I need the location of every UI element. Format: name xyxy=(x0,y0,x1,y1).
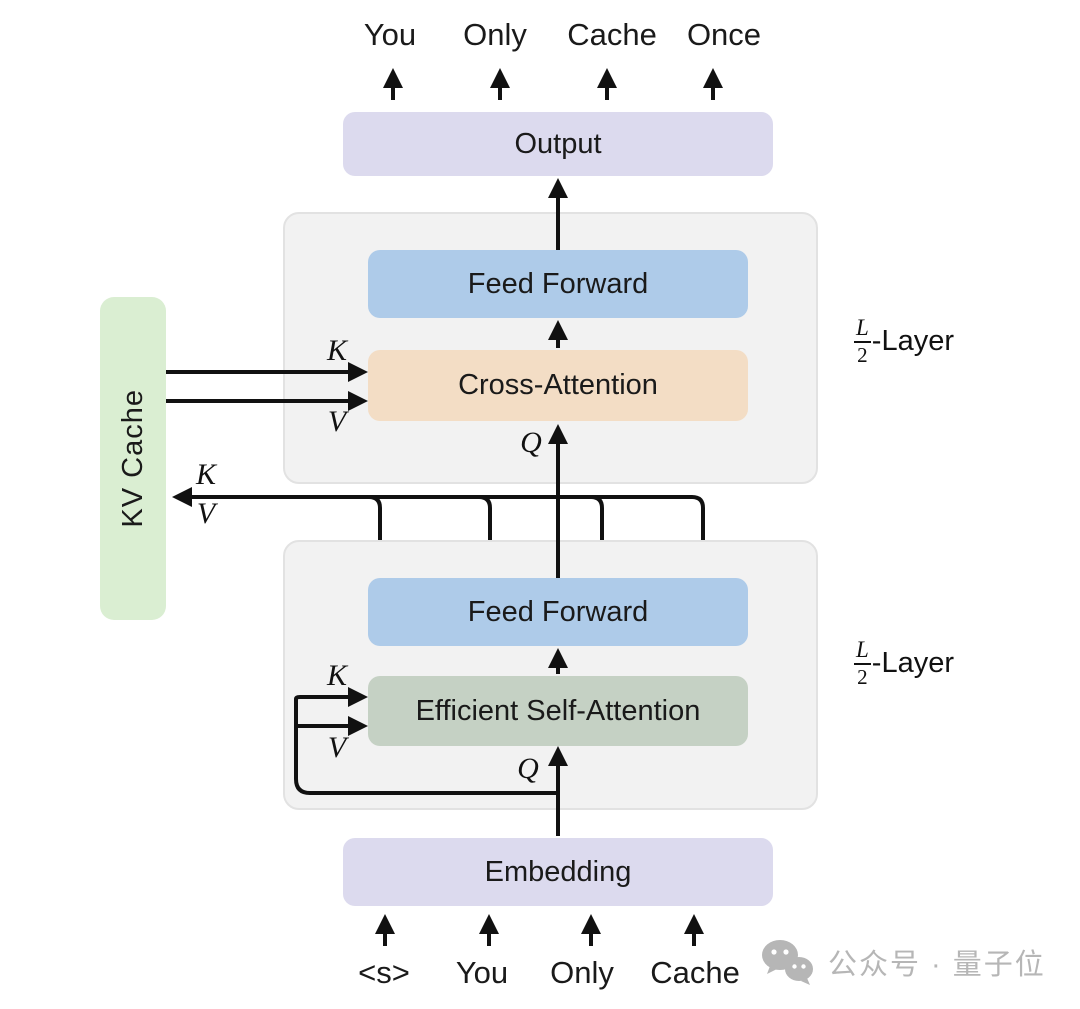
input-token: You xyxy=(455,955,509,990)
output-box-label: Output xyxy=(514,127,602,160)
layer-suffix: -Layer xyxy=(871,324,954,357)
efficient-self-attention-label: Efficient Self-Attention xyxy=(415,694,701,727)
generated-token: Cache xyxy=(567,17,657,52)
embedding-box-label: Embedding xyxy=(484,855,632,888)
cache-write-k-label: K xyxy=(195,458,217,491)
half-layer-label-lower: L 2 -Layer xyxy=(853,638,954,688)
cross-attention-box: Cross-Attention xyxy=(368,350,748,421)
fraction-denominator: 2 xyxy=(854,341,871,366)
half-layer-fraction: L 2 xyxy=(853,316,872,366)
self-attention-k-label: K xyxy=(326,659,348,692)
half-layer-label-upper: L 2 -Layer xyxy=(853,316,954,366)
embedding-box: Embedding xyxy=(343,838,773,906)
kv-return-tap xyxy=(590,495,604,540)
input-token: <s> xyxy=(358,955,410,990)
input-token: Only xyxy=(550,955,614,990)
kv-cache-box: KV Cache xyxy=(100,297,166,620)
watermark: 公众号 · 量子位 xyxy=(760,938,1046,986)
fraction-numerator: L xyxy=(856,315,869,340)
efficient-self-attention-box: Efficient Self-Attention xyxy=(368,676,748,746)
cross-attention-label: Cross-Attention xyxy=(458,369,658,401)
watermark-text: 公众号 · 量子位 xyxy=(828,949,1046,981)
kv-cache-label: KV Cache xyxy=(116,389,149,528)
wechat-icon xyxy=(762,940,813,985)
generated-token: You xyxy=(363,17,417,52)
feed-forward-label: Feed Forward xyxy=(467,595,649,628)
input-token: Cache xyxy=(650,955,740,990)
cross-attention-k-label: K xyxy=(326,334,348,367)
generated-token: Once xyxy=(686,17,762,52)
generated-token: Only xyxy=(463,17,527,52)
cache-write-v-label: V xyxy=(196,497,216,530)
self-attention-v-label: V xyxy=(327,731,347,764)
output-box: Output xyxy=(343,112,773,176)
feed-forward-label: Feed Forward xyxy=(467,267,649,300)
cross-decoder-feed-forward-box: Feed Forward xyxy=(368,250,748,318)
half-layer-fraction: L 2 xyxy=(853,638,872,688)
kv-return-tap xyxy=(478,495,492,540)
arrow-kv-return-to-cache xyxy=(172,487,705,540)
cross-attention-q-label: Q xyxy=(520,426,542,459)
layer-suffix: -Layer xyxy=(871,646,954,679)
kv-return-tap xyxy=(368,495,382,540)
self-attention-q-label: Q xyxy=(517,752,539,785)
self-decoder-feed-forward-box: Feed Forward xyxy=(368,578,748,646)
fraction-denominator: 2 xyxy=(854,663,871,688)
fraction-numerator: L xyxy=(856,637,869,662)
cross-attention-v-label: V xyxy=(327,405,347,438)
